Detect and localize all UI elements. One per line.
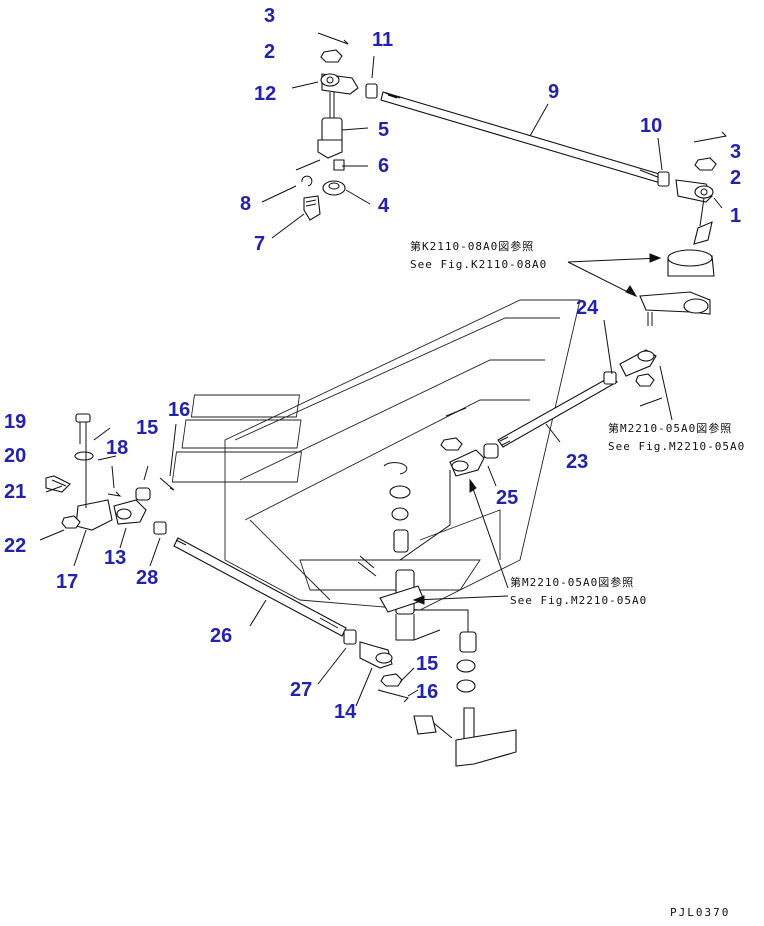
callout-5: 5 xyxy=(378,119,389,141)
callout-6: 6 xyxy=(378,155,389,177)
callout-27: 27 xyxy=(290,679,312,701)
callout-7: 7 xyxy=(254,233,265,255)
callout-17: 17 xyxy=(56,571,78,593)
bushing-center xyxy=(393,529,409,553)
cotter-pin-18 xyxy=(107,491,122,497)
ref-k2110-en: See Fig.K2110-08A0 xyxy=(410,258,547,271)
callout-9: 9 xyxy=(548,81,559,103)
ref-m2210-upper-en: See Fig.M2210-05A0 xyxy=(608,440,745,453)
callout-10: 10 xyxy=(640,115,662,137)
callout-16a: 16 xyxy=(168,399,190,421)
ball-joint-13 xyxy=(113,499,147,525)
callout-24: 24 xyxy=(576,297,599,319)
callout-11: 11 xyxy=(372,29,393,51)
callout-3b: 3 xyxy=(730,141,741,163)
ball-joint-1 xyxy=(675,179,714,203)
nut-25 xyxy=(483,443,499,459)
washer-center-1 xyxy=(389,485,411,499)
ref-m2210-lower-jp: 第M2210-05A0図参照 xyxy=(510,575,634,589)
cotter-pin-3-right xyxy=(693,131,728,143)
ball-joint-25 xyxy=(449,449,485,477)
washer-lower-1 xyxy=(456,659,476,673)
steering-lever xyxy=(667,197,715,277)
mid-linkage xyxy=(440,349,663,477)
ball-joint-14 xyxy=(359,641,393,669)
callout-20: 20 xyxy=(4,445,26,467)
reference-labels: 第K2110-08A0図参照 See Fig.K2110-08A0 第M2210… xyxy=(410,239,745,607)
callout-15a: 15 xyxy=(136,417,158,439)
pedal-bracket xyxy=(413,707,517,767)
nut-mid xyxy=(440,437,463,451)
nut-upper-right xyxy=(635,373,655,387)
nut-15-upper xyxy=(135,487,151,501)
callout-1: 1 xyxy=(730,205,741,227)
nut-27 xyxy=(343,629,357,645)
rod-23 xyxy=(497,375,618,448)
callout-2b: 2 xyxy=(730,167,741,189)
callout-8: 8 xyxy=(240,193,251,215)
callout-25: 25 xyxy=(496,487,518,509)
bolt-21 xyxy=(45,475,71,493)
background-panel xyxy=(171,299,581,611)
bracket-5 xyxy=(317,117,343,159)
nut-2-right xyxy=(694,157,717,171)
callout-13: 13 xyxy=(104,547,126,569)
lower-left-linkage xyxy=(45,413,409,703)
washer-center-2 xyxy=(391,507,409,521)
callout-15b: 15 xyxy=(416,653,438,675)
nut-24 xyxy=(603,371,617,385)
cotter-pin-16-lower xyxy=(377,689,409,703)
bolt-19 xyxy=(75,413,91,444)
callout-4: 4 xyxy=(378,195,390,217)
callout-19: 19 xyxy=(4,411,26,433)
callout-28: 28 xyxy=(136,567,158,589)
callout-12: 12 xyxy=(254,83,276,105)
bolt-7 xyxy=(303,195,321,221)
upper-linkage xyxy=(295,32,728,326)
reference-arrows xyxy=(412,253,662,605)
callout-22: 22 xyxy=(4,535,26,557)
callout-2a: 2 xyxy=(264,41,275,63)
nut-28 xyxy=(153,521,167,535)
pin-6 xyxy=(333,159,345,171)
nut-2-left xyxy=(320,49,343,63)
callout-3a: 3 xyxy=(264,5,275,27)
callout-16b: 16 xyxy=(416,681,438,703)
shaft-lever-center xyxy=(357,470,469,641)
callout-21: 21 xyxy=(4,481,26,503)
center-shaft-assembly xyxy=(357,462,517,767)
callout-14: 14 xyxy=(334,701,357,723)
washer-20 xyxy=(74,451,94,461)
ref-m2210-upper-jp: 第M2210-05A0図参照 xyxy=(608,421,732,435)
snap-ring xyxy=(383,462,408,475)
ref-k2110-jp: 第K2110-08A0図参照 xyxy=(410,239,534,253)
drawing-code: PJL0370 xyxy=(670,906,730,919)
control-lever-upper xyxy=(639,291,711,326)
callout-numbers: 3 2 11 12 9 5 10 3 2 6 1 8 4 7 24 19 16 … xyxy=(4,5,741,723)
ball-joint-upper-24 xyxy=(619,349,657,377)
clip-8 xyxy=(295,159,321,187)
bushing-lower xyxy=(459,631,477,653)
rod-9 xyxy=(380,91,667,185)
callout-18: 18 xyxy=(106,437,128,459)
rod-26 xyxy=(173,537,347,637)
ref-m2210-lower-en: See Fig.M2210-05A0 xyxy=(510,594,647,607)
cotter-pin-16-upper xyxy=(159,477,175,491)
nut-11 xyxy=(365,83,378,99)
ball-joint-12 xyxy=(320,73,359,95)
washer-4 xyxy=(322,180,346,196)
callout-23: 23 xyxy=(566,451,588,473)
cotter-pin-upper-right xyxy=(639,397,663,407)
nut-15-lower xyxy=(380,673,403,687)
nut-10 xyxy=(657,171,670,187)
washer-lower-2 xyxy=(456,679,476,693)
cotter-pin-3-left xyxy=(317,32,349,45)
nut-22 xyxy=(61,515,81,529)
leader-lines xyxy=(39,55,723,707)
callout-26: 26 xyxy=(210,625,232,647)
